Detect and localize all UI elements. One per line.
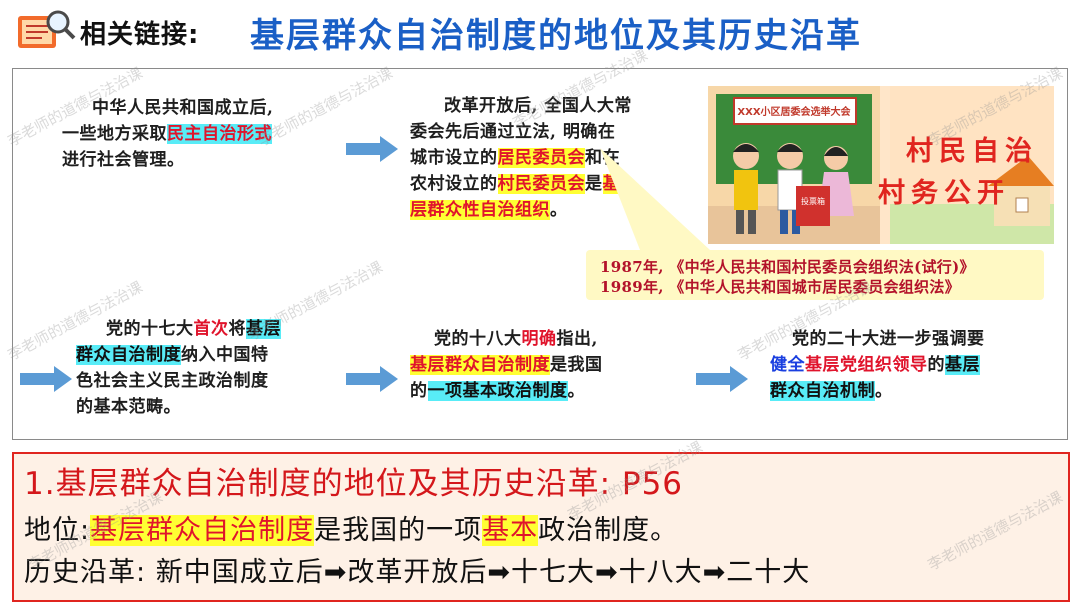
text: 政治制度。 (538, 515, 679, 546)
highlight-democratic-autonomy: 民主自治形式 (167, 124, 272, 144)
ballot-box-label: 投票箱 (801, 196, 825, 206)
text: 是我国 (550, 355, 603, 375)
related-link-label: 相关链接: (80, 20, 200, 50)
arrow-right-icon: ➡ (594, 557, 619, 588)
arrow-right-icon (346, 366, 398, 392)
text: 党的十八大 (434, 329, 522, 349)
block-20th-line2: 健全基层党组织领导的基层 (770, 352, 1060, 378)
block-20th-line3: 群众自治机制。 (770, 378, 1060, 404)
block-20th-congress: 党的二十大进一步强调要 健全基层党组织领导的基层 群众自治机制。 (770, 326, 1060, 404)
text: 是我国的一项 (314, 515, 483, 546)
block-reform: 改革开放后, 全国人大常 委会先后通过立法, 明确在 城市设立的居民委员会和在 … (410, 93, 710, 223)
position-label: 地位: (24, 515, 91, 546)
text: 城市设立的 (410, 148, 498, 168)
block-17th-line3: 色社会主义民主政治制度 (76, 371, 269, 391)
block-17th-line1: 党的十七大首次将基层 (76, 316, 346, 342)
highlight-basic: 基本 (482, 515, 539, 546)
highlight-self-governing-org: 层群众性自治组织 (410, 200, 550, 220)
block-18th-congress: 党的十八大明确指出, 基层群众自治制度是我国 的一项基本政治制度。 (410, 326, 700, 404)
text: 将 (228, 319, 246, 339)
text: 。 (567, 381, 585, 401)
block-founding-line3: 进行社会管理。 (62, 150, 185, 170)
block-reform-line2: 委会先后通过立法, 明确在 (410, 122, 616, 142)
slogan-village-autonomy: 村民自治 (906, 135, 1038, 167)
block-reform-line4: 农村设立的村民委员会是基 (410, 171, 710, 197)
text: 纳入中国特 (181, 345, 269, 365)
text: 农村设立的 (410, 174, 498, 194)
block-20th-line1: 党的二十大进一步强调要 (792, 329, 985, 349)
election-illustration: XXX小区居委会选举大会 投票箱 村民自治 村务公开 (708, 86, 1054, 244)
text: 的 (927, 355, 945, 375)
law-1989: 1989年, 《中华人民共和国城市居民委员会组织法》 (600, 278, 960, 296)
emph-party-leadership: 基层党组织领导 (805, 355, 928, 375)
page-title: 基层群众自治制度的地位及其历史沿革 (250, 16, 862, 56)
law-1987: 1987年, 《中华人民共和国村民委员会组织法(试行)》 (600, 258, 975, 276)
arrow-right-icon (696, 366, 748, 392)
highlight-mass-autonomy-system: 群众自治制度 (76, 345, 181, 365)
block-reform-line1: 改革开放后, 全国人大常 (444, 96, 632, 116)
emph-improve: 健全 (770, 355, 805, 375)
text: 是 (585, 174, 603, 194)
block-17th-line4: 的基本范畴。 (76, 397, 181, 417)
history-step: 新中国成立后 (155, 557, 324, 588)
history-step: 改革开放后 (347, 557, 488, 588)
arrow-right-icon (20, 366, 72, 392)
block-founding-line1: 中华人民共和国成立后, (92, 98, 274, 118)
notebook-magnifier-icon (18, 10, 76, 48)
highlight-grassroots: 基层 (246, 319, 281, 339)
block-founding-line2: 一些地方采取民主自治形式 (62, 121, 342, 147)
text: 。 (550, 200, 568, 220)
text: 。 (875, 381, 893, 401)
history-step: 十七大 (510, 557, 595, 588)
arrow-right-icon: ➡ (323, 557, 348, 588)
highlight-mass-autonomy-system: 基层群众自治制度 (410, 355, 550, 375)
highlight-residents-committee: 居民委员会 (497, 148, 585, 168)
text: 一些地方采取 (62, 124, 167, 144)
text: 的 (410, 381, 428, 401)
block-reform-line5: 层群众性自治组织。 (410, 197, 710, 223)
block-18th-line2: 基层群众自治制度是我国 (410, 352, 700, 378)
block-17th-line2: 群众自治制度纳入中国特 (76, 342, 346, 368)
history-step: 二十大 (726, 557, 811, 588)
emph-first-time: 首次 (193, 319, 229, 339)
summary-history: 历史沿革: 新中国成立后➡改革开放后➡十七大➡十八大➡二十大 (24, 550, 810, 589)
block-18th-line1: 党的十八大明确指出, (410, 326, 700, 352)
election-banner-text: XXX小区居委会选举大会 (737, 105, 850, 118)
highlight-system-name: 基层群众自治制度 (90, 515, 315, 546)
emph-clearly: 明确 (521, 329, 557, 349)
slogan-village-affairs-open: 村务公开 (878, 178, 1010, 209)
highlight-autonomy-mechanism: 群众自治机制 (770, 381, 875, 401)
arrow-right-icon: ➡ (702, 557, 727, 588)
history-label: 历史沿革: (24, 557, 147, 588)
summary-title: 1.基层群众自治制度的地位及其历史沿革: P56 (24, 466, 684, 502)
arrow-right-icon: ➡ (487, 557, 511, 588)
slide-header: 相关链接: 基层群众自治制度的地位及其历史沿革 (0, 0, 1080, 62)
highlight-villagers-committee: 村民委员会 (497, 174, 585, 194)
callout-pointer (600, 148, 710, 250)
highlight-grassroots: 基层 (945, 355, 980, 375)
arrow-right-icon (346, 136, 398, 162)
summary-position: 地位:基层群众自治制度是我国的一项基本政治制度。 (24, 508, 678, 547)
text: 党的十七大 (106, 319, 194, 339)
text: 指出, (556, 329, 598, 349)
block-17th-congress: 党的十七大首次将基层 群众自治制度纳入中国特 色社会主义民主政治制度 的基本范畴… (76, 316, 346, 420)
law-callout (586, 250, 1044, 300)
history-step: 十八大 (618, 557, 703, 588)
highlight-basic-political-system: 一项基本政治制度 (427, 381, 568, 401)
block-founding: 中华人民共和国成立后, 一些地方采取民主自治形式 进行社会管理。 (62, 95, 342, 173)
block-18th-line3: 的一项基本政治制度。 (410, 378, 700, 404)
